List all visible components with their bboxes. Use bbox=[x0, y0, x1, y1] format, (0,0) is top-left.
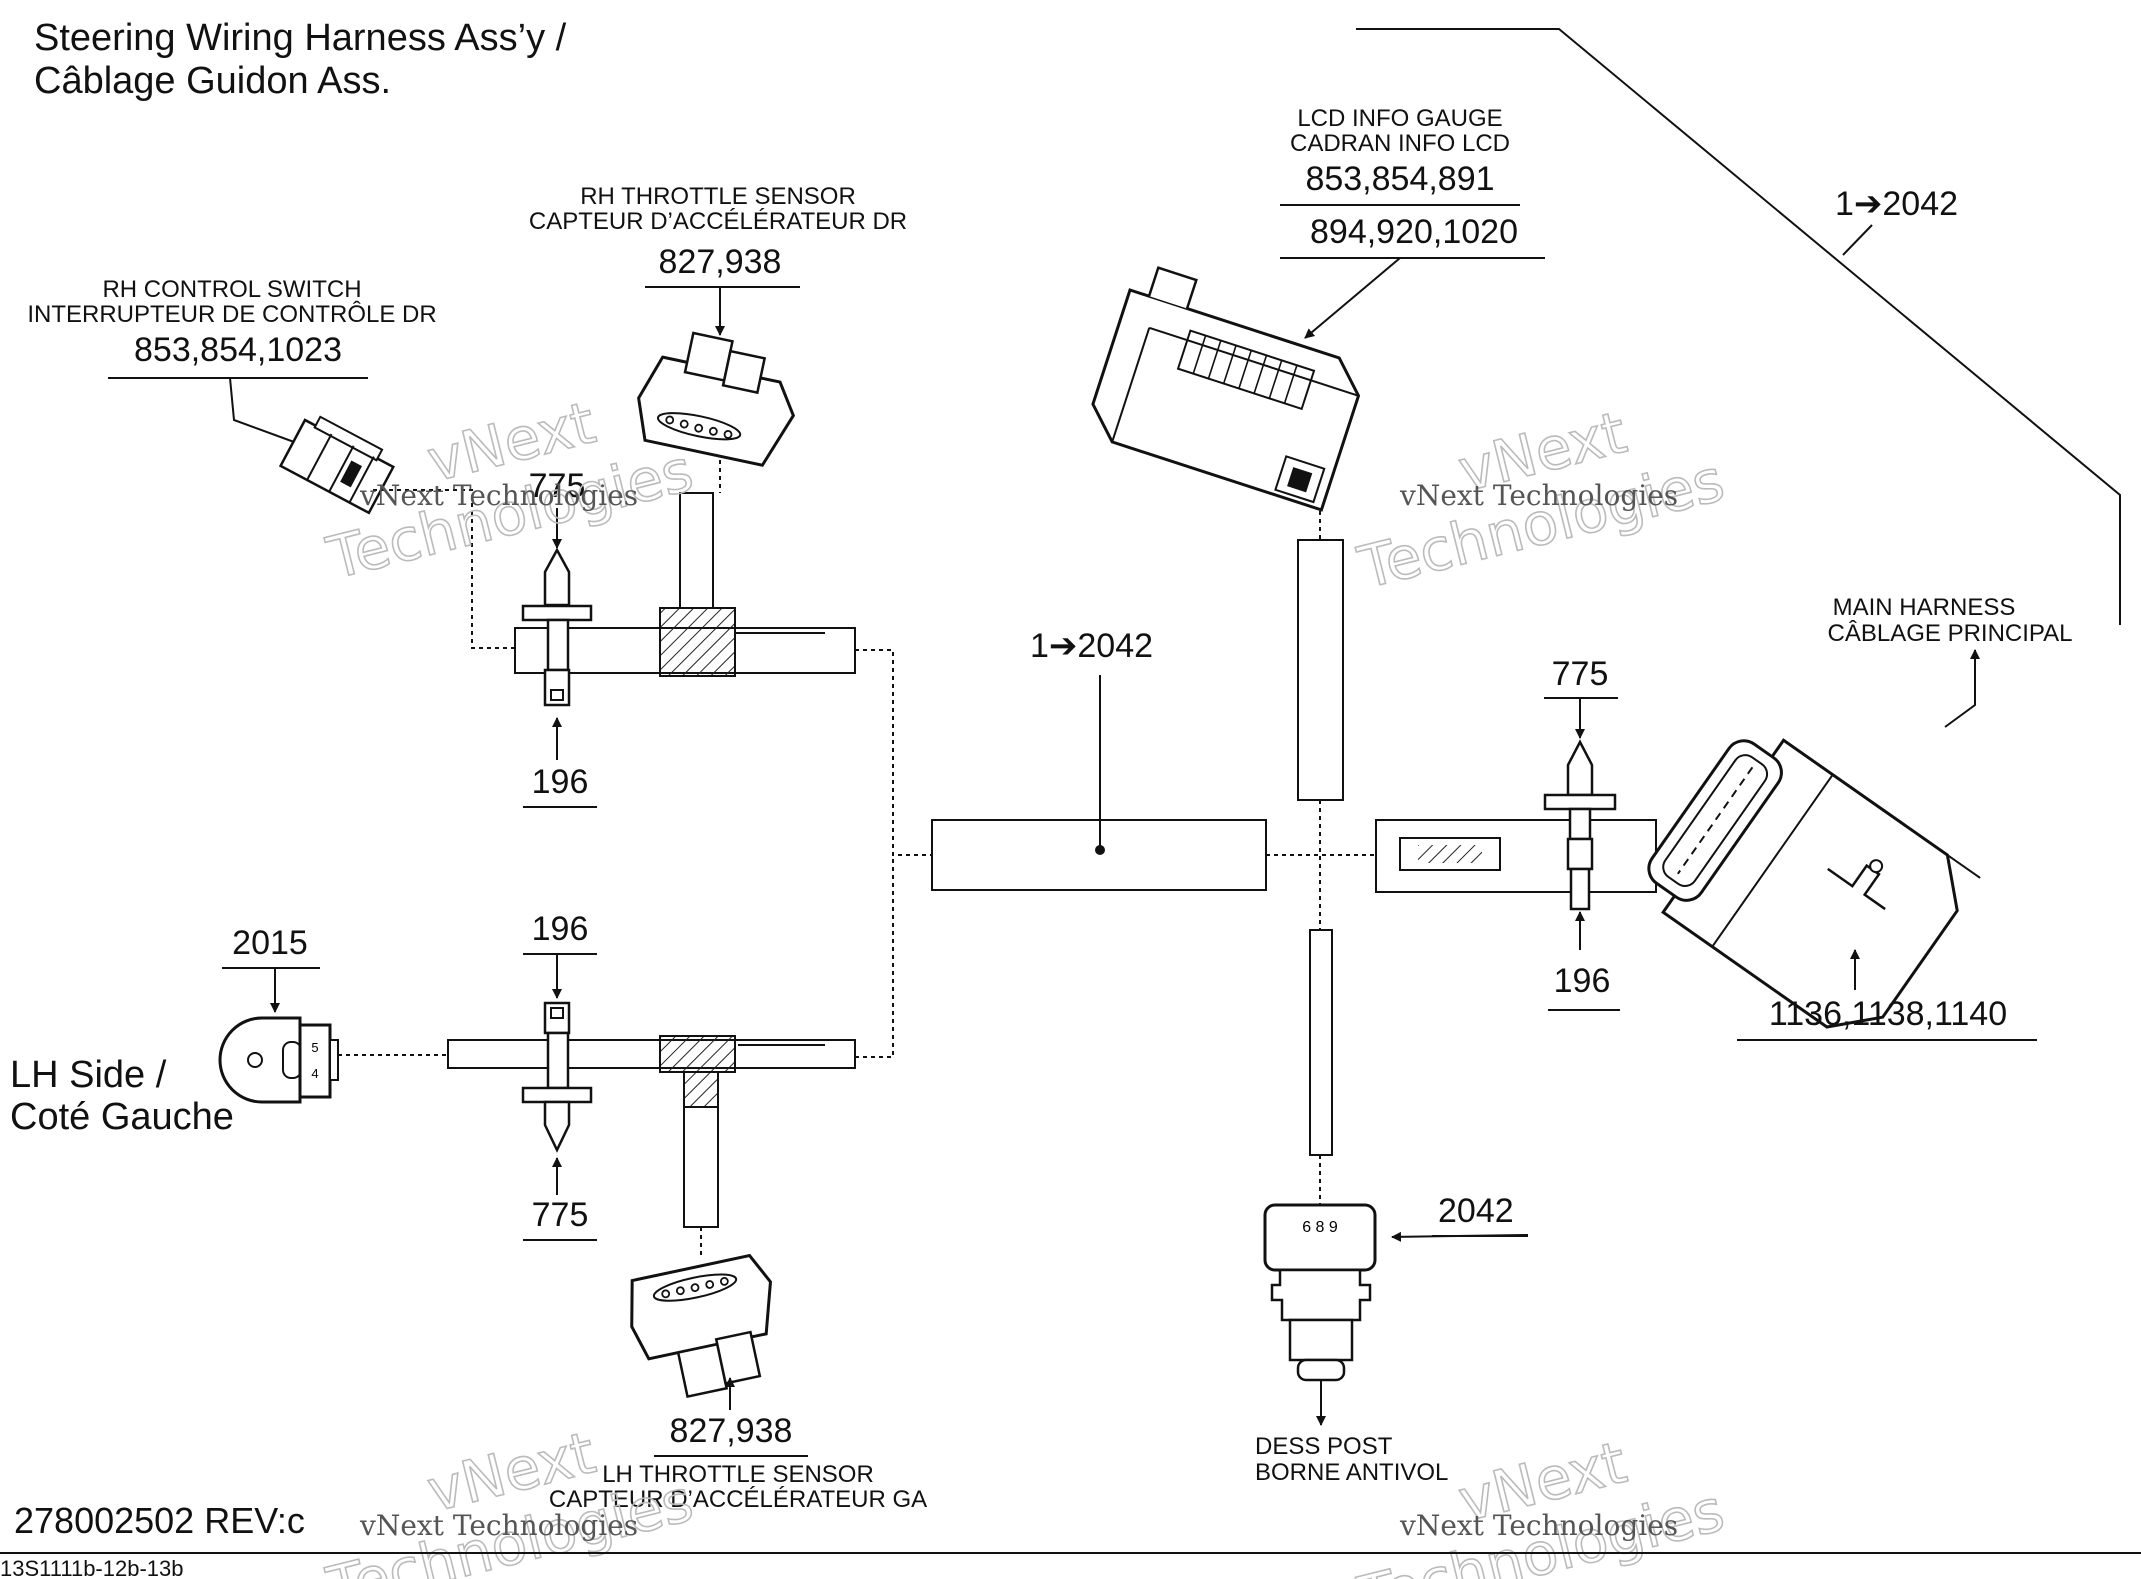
image-code: 13S1111b-12b-13b bbox=[0, 1556, 184, 1579]
dess-post-fr: BORNE ANTIVOL bbox=[1255, 1459, 1448, 1486]
lh-throttle-branch-sleeve bbox=[683, 1106, 719, 1228]
main-harness-leader bbox=[1944, 649, 1980, 728]
range-center-label: 1➔2042 bbox=[1030, 627, 1153, 665]
cable-tie-right bbox=[1543, 739, 1617, 911]
rh-throttle-sensor-en: RH THROTTLE SENSOR bbox=[580, 183, 856, 210]
lcd-branch-sleeve bbox=[1297, 539, 1344, 801]
lh-side-connector: 5 4 bbox=[218, 1016, 339, 1104]
lcd-info-gauge-numbers-2: 894,920,1020 bbox=[1310, 213, 1518, 251]
lcd-info-gauge-en: LCD INFO GAUGE bbox=[1297, 105, 1502, 132]
barcode-label bbox=[1399, 837, 1501, 871]
rh-throttle-branch-sleeve bbox=[679, 492, 714, 609]
svg-text:vNext Technologies: vNext Technologies bbox=[359, 1509, 638, 1542]
part-196-top: 196 bbox=[532, 763, 589, 801]
range-top-leader bbox=[1842, 224, 1873, 256]
lcd-info-gauge-numbers-1: 853,854,891 bbox=[1305, 160, 1494, 198]
cable-tie-bottom bbox=[521, 1001, 593, 1153]
lcd-info-gauge-connector bbox=[1091, 266, 1361, 512]
watermark-2: vNext Technologies vNext Technologies bbox=[1351, 397, 1732, 603]
lower-to-center-wire bbox=[855, 855, 894, 1058]
lower-branch-tape bbox=[659, 1035, 736, 1073]
doc-number: 278002502 REV:c bbox=[14, 1500, 305, 1541]
rh-control-switch-fr: INTERRUPTEUR DE CONTRÔLE DR bbox=[27, 300, 436, 328]
main-harness-numbers: 1136,1138,1140 bbox=[1769, 995, 2007, 1033]
lcd-info-gauge-fr: CADRAN INFO LCD bbox=[1290, 130, 1510, 157]
lcd-info-gauge-leader bbox=[1304, 257, 1401, 339]
lower-branch-tape-2 bbox=[683, 1071, 719, 1108]
part-196-bottom: 196 bbox=[532, 910, 589, 948]
rh-control-switch-leader bbox=[229, 377, 306, 448]
part-775-top: 775 bbox=[529, 467, 586, 505]
lh-throttle-sensor-en: LH THROTTLE SENSOR bbox=[602, 1461, 874, 1488]
upper-to-center-wire bbox=[855, 649, 935, 856]
assembly-bracket-line bbox=[1356, 28, 2121, 625]
watermark-3: vNext Technologies vNext Technologies bbox=[320, 1418, 701, 1579]
dess-branch-sleeve bbox=[1309, 929, 1333, 1156]
dess-post-connector: 6 8 9 bbox=[1263, 1203, 1377, 1382]
part-775-right: 775 bbox=[1552, 655, 1609, 693]
lh-side-fr: Coté Gauche bbox=[10, 1096, 234, 1138]
rh-throttle-sensor-connector bbox=[637, 331, 796, 467]
rh-throttle-sensor-fr: CAPTEUR D’ACCÉLÉRATEUR DR bbox=[529, 208, 907, 235]
svg-text:vNext Technologies: vNext Technologies bbox=[1399, 1509, 1678, 1542]
part-2015: 2015 bbox=[232, 924, 308, 962]
dess-post-en: DESS POST bbox=[1255, 1433, 1393, 1460]
upper-branch-tape bbox=[659, 607, 736, 677]
svg-text:vNext Technologies: vNext Technologies bbox=[359, 479, 638, 512]
lh-side-pin-4: 4 bbox=[311, 1066, 318, 1081]
rh-control-switch-connector bbox=[278, 415, 395, 515]
lh-throttle-sensor-connector bbox=[630, 1253, 773, 1399]
dess-pins-label: 6 8 9 bbox=[1302, 1219, 1338, 1236]
rh-control-switch-wire bbox=[373, 489, 515, 649]
title-line-2: Câblage Guidon Ass. bbox=[34, 60, 391, 102]
title-line-1: Steering Wiring Harness Ass’y / bbox=[34, 17, 567, 59]
range-top-label: 1➔2042 bbox=[1835, 185, 1958, 223]
part-775-bottom: 775 bbox=[532, 1196, 589, 1234]
lh-throttle-sensor-fr: CAPTEUR D’ACCÉLÉRATEUR GA bbox=[549, 1486, 927, 1513]
main-harness-fr: CÂBLAGE PRINCIPAL bbox=[1828, 620, 2073, 647]
lh-throttle-sensor-numbers: 827,938 bbox=[670, 1412, 793, 1450]
lh-side-pin-5: 5 bbox=[311, 1040, 318, 1055]
rh-throttle-sensor-numbers: 827,938 bbox=[659, 243, 782, 281]
main-harness-connector bbox=[1647, 738, 1981, 1029]
part-196-right: 196 bbox=[1554, 962, 1611, 1000]
lh-side-en: LH Side / bbox=[10, 1054, 167, 1096]
svg-text:vNext Technologies: vNext Technologies bbox=[1399, 479, 1678, 512]
part-2042: 2042 bbox=[1438, 1192, 1514, 1230]
rh-control-switch-numbers: 853,854,1023 bbox=[134, 331, 342, 369]
rh-control-switch-en: RH CONTROL SWITCH bbox=[102, 276, 361, 303]
main-harness-en: MAIN HARNESS bbox=[1833, 594, 2016, 621]
cable-tie-top bbox=[521, 547, 593, 707]
